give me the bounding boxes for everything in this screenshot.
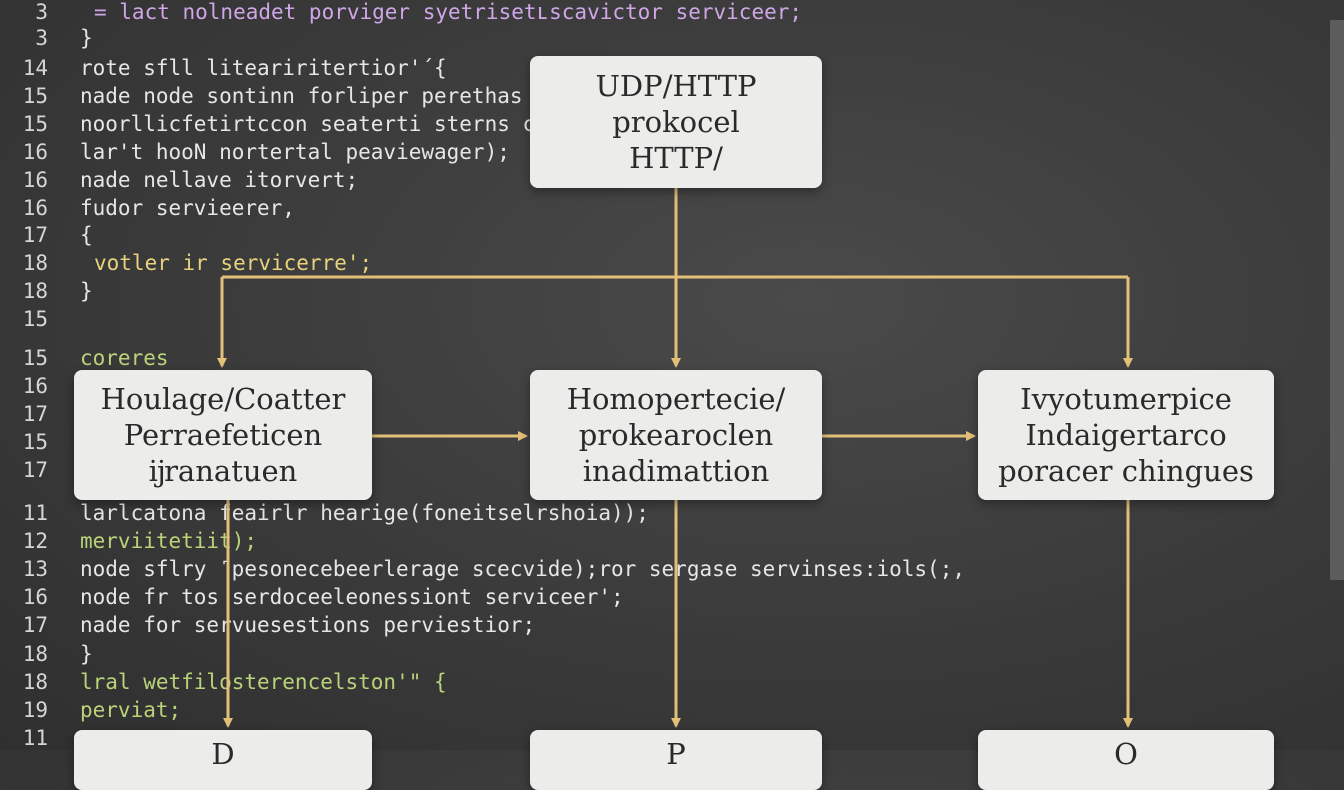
line-number: 3 <box>35 26 48 50</box>
code-text: node fr tos serdoceeleonessiont servicee… <box>80 585 624 609</box>
code-text: lar't hooN nortertal peaviewager); <box>80 140 510 164</box>
code-text: nade for servuesestions perviestior; <box>80 613 536 637</box>
line-number: 18 <box>22 670 48 694</box>
box-left-middle: Houlage/Coatter Perraefeticen ĳranatuen <box>74 370 372 500</box>
code-text: } <box>80 642 93 666</box>
box-right-middle: Ivyotumerpice Indaigertarco poracer chin… <box>978 370 1274 500</box>
line-number: 17 <box>22 402 48 426</box>
box-right-line-1: Ivyotumerpice <box>1020 382 1232 416</box>
line-number: 16 <box>22 168 48 192</box>
box-right-bottom: O <box>978 730 1274 790</box>
box-right-line-3: poracer chingues <box>998 454 1254 488</box>
code-text: } <box>80 26 93 50</box>
code-text: votler ir servicerre'; <box>94 251 373 275</box>
box-top-line-3: HTTP/ <box>629 141 723 175</box>
line-number: 18 <box>22 279 48 303</box>
line-number: 13 <box>22 557 48 581</box>
box-right-bottom-line-1: O <box>1114 737 1138 771</box>
box-left-line-2: Perraefeticen <box>123 418 323 452</box>
line-number: 11 <box>22 726 48 750</box>
line-number: 17 <box>22 613 48 637</box>
line-number: 16 <box>22 374 48 398</box>
line-number: 15 <box>22 112 48 136</box>
line-number: 15 <box>22 430 48 454</box>
box-center-middle: Homopertecie/ prokearoclen inadimattion <box>530 370 822 500</box>
box-center-line-1: Homopertecie/ <box>566 382 786 416</box>
line-number: 16 <box>22 196 48 220</box>
line-number: 15 <box>22 84 48 108</box>
line-number: 12 <box>22 529 48 553</box>
code-text: larlcatona feairlr hearige(foneitselrsho… <box>80 501 649 525</box>
code-text: coreres <box>80 346 169 370</box>
line-number: 18 <box>22 642 48 666</box>
flow-arrows <box>217 188 1133 728</box>
box-left-line-3: ĳranatuen <box>148 454 298 488</box>
code-text: rote sfll liteariritertior'´{ <box>80 56 447 80</box>
box-left-line-1: Houlage/Coatter <box>100 382 346 416</box>
code-text: lral wetfilosterencelston'" { <box>80 670 447 694</box>
code-text: perviat; <box>80 698 182 722</box>
box-left-bottom: D <box>74 730 372 790</box>
box-top-line-1: UDP/HTTP <box>595 69 757 103</box>
line-number: 3 <box>35 0 48 24</box>
line-number: 11 <box>22 501 48 525</box>
code-text: fudor servieerer, <box>80 196 295 220</box>
box-left-bottom-line-1: D <box>211 737 235 771</box>
line-number: 19 <box>22 698 48 722</box>
box-center-line-3: inadimattion <box>582 454 770 488</box>
box-top-line-2: prokocel <box>612 105 740 139</box>
line-number: 15 <box>22 346 48 370</box>
box-center-bottom-line-1: P <box>666 737 686 771</box>
code-text: = lact nolneadet porviger syetrisetʟscav… <box>94 0 803 24</box>
line-number: 16 <box>22 585 48 609</box>
line-number: 16 <box>22 140 48 164</box>
line-number: 14 <box>22 56 48 80</box>
box-right-line-2: Indaigertarco <box>1025 418 1227 452</box>
box-udp-http-protocol: UDP/HTTP prokocel HTTP/ <box>530 56 822 188</box>
code-text: nade nellave itorvert; <box>80 168 359 192</box>
box-center-line-2: prokearoclen <box>578 418 774 452</box>
line-number: 17 <box>22 458 48 482</box>
line-number: 15 <box>22 307 48 331</box>
box-center-bottom: P <box>530 730 822 790</box>
code-text: { <box>80 223 93 247</box>
scrollbar[interactable] <box>1330 20 1344 580</box>
line-number: 17 <box>22 223 48 247</box>
line-number: 18 <box>22 251 48 275</box>
code-editor-background: 3 = lact nolneadet porviger syetrisetʟsca… <box>22 0 965 750</box>
code-text: } <box>80 279 93 303</box>
